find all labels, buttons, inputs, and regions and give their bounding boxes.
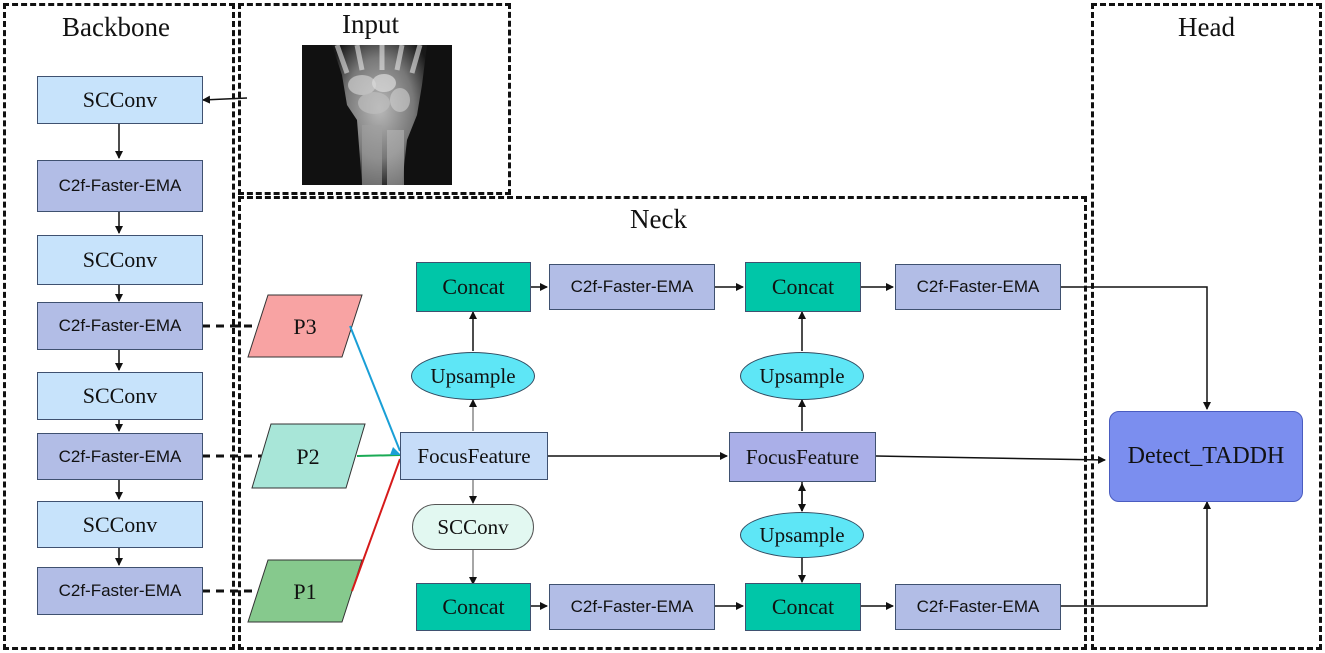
neck-upsample-left: Upsample bbox=[411, 352, 535, 400]
head-detect-taddh: Detect_TADDH bbox=[1109, 411, 1303, 502]
p3-shape bbox=[247, 294, 363, 358]
neck-region bbox=[238, 196, 1087, 650]
backbone-scconv-1: SCConv bbox=[37, 76, 203, 124]
backbone-c2f-2: C2f-Faster-EMA bbox=[37, 302, 203, 350]
p1-shape bbox=[247, 559, 363, 623]
backbone-c2f-1: C2f-Faster-EMA bbox=[37, 160, 203, 212]
neck-focus-left: FocusFeature bbox=[400, 432, 548, 480]
backbone-region bbox=[3, 3, 235, 650]
neck-concat-bottom-right: Concat bbox=[745, 583, 861, 631]
p2-to-focus-line bbox=[356, 454, 401, 457]
neck-scconv-mid: SCConv bbox=[412, 504, 534, 550]
head-title: Head bbox=[1178, 12, 1235, 42]
backbone-scconv-4: SCConv bbox=[37, 501, 203, 548]
backbone-scconv-2: SCConv bbox=[37, 235, 203, 285]
neck-title: Neck bbox=[630, 204, 687, 234]
input-region bbox=[238, 3, 511, 195]
p2-shape bbox=[251, 423, 366, 489]
p1-label: P1 bbox=[293, 579, 317, 604]
neck-c2f-bottom-right: C2f-Faster-EMA bbox=[895, 584, 1061, 630]
neck-concat-top-left: Concat bbox=[416, 262, 531, 312]
neck-c2f-bottom-left: C2f-Faster-EMA bbox=[549, 584, 715, 630]
p3-label: P3 bbox=[293, 314, 317, 339]
backbone-scconv-3: SCConv bbox=[37, 372, 203, 420]
input-xray-image bbox=[302, 45, 452, 185]
neck-horizontal-arrows bbox=[531, 283, 1106, 610]
head-arrows bbox=[1061, 286, 1211, 607]
neck-focus-right: FocusFeature bbox=[729, 432, 876, 482]
backbone-c2f-4: C2f-Faster-EMA bbox=[37, 567, 203, 615]
neck-upsample-right-top: Upsample bbox=[740, 352, 864, 400]
head-region bbox=[1091, 3, 1322, 650]
p2-label: P2 bbox=[296, 444, 320, 469]
input-title: Input bbox=[342, 9, 399, 39]
neck-concat-top-right: Concat bbox=[745, 262, 861, 312]
p1-to-focus-line bbox=[351, 458, 401, 592]
neck-upsample-right-bottom: Upsample bbox=[740, 512, 864, 558]
backbone-title: Backbone bbox=[62, 12, 170, 42]
p3-to-focus-line bbox=[349, 325, 401, 452]
backbone-c2f-3: C2f-Faster-EMA bbox=[37, 433, 203, 480]
neck-c2f-top-left: C2f-Faster-EMA bbox=[549, 264, 715, 310]
neck-c2f-top-right: C2f-Faster-EMA bbox=[895, 264, 1061, 310]
neck-concat-bottom-left: Concat bbox=[416, 583, 531, 631]
